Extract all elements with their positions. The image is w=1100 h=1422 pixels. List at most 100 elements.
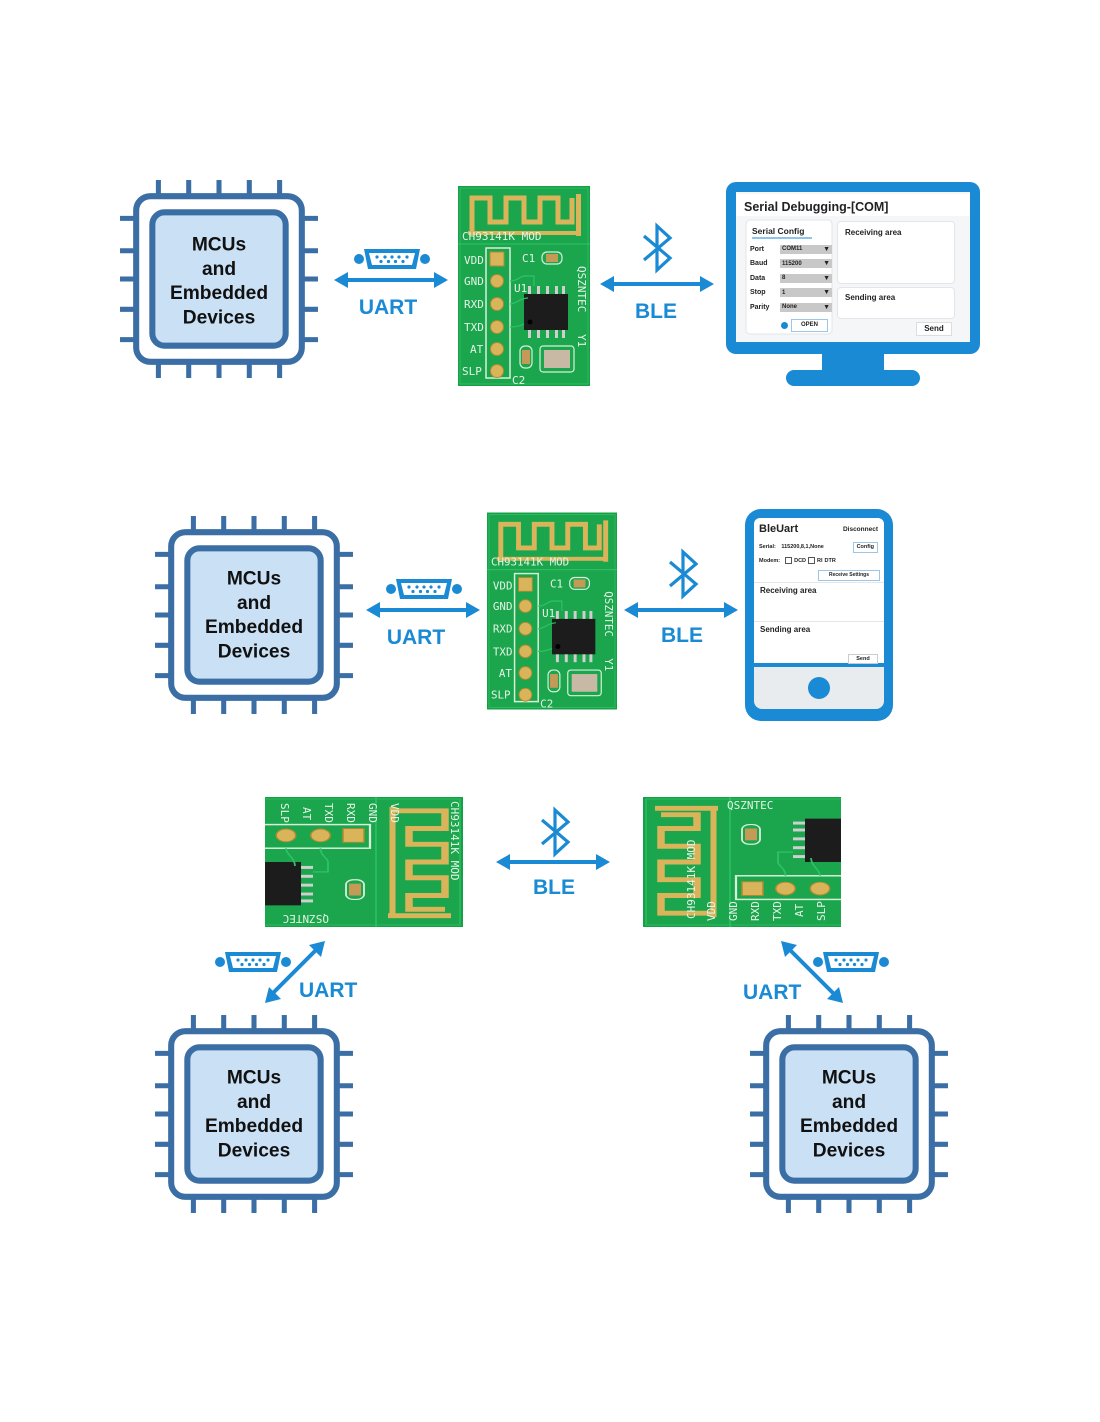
open-button[interactable]: OPEN <box>791 319 828 332</box>
modem-option-dtr: DTR <box>824 557 836 564</box>
send-button[interactable]: Send <box>916 322 952 336</box>
bluetooth-icon <box>642 224 672 272</box>
sending-area[interactable]: Sending area <box>837 287 955 319</box>
chevron-down-icon: ▼ <box>823 303 830 311</box>
brand-label: QSZNTEC <box>575 266 588 312</box>
pin-label-txd: TXD <box>771 901 784 921</box>
bidirectional-arrow-icon <box>624 602 738 618</box>
chevron-down-icon: ▼ <box>823 289 830 297</box>
pin-label-gnd: GND <box>493 600 513 613</box>
ble-link-row2: BLE <box>624 550 738 647</box>
disconnect-button[interactable]: Disconnect <box>842 526 878 533</box>
module-model-label: CH93141K MOD <box>491 556 569 569</box>
pin-label-slp: SLP <box>491 689 511 702</box>
ble-label: BLE <box>533 876 575 899</box>
phone-send-button[interactable]: Send <box>848 654 878 664</box>
field-value: None <box>782 304 797 311</box>
receiving-area-label: Receiving area <box>845 228 902 237</box>
field-value: COM11 <box>782 246 803 253</box>
pc-field-port[interactable]: Port COM11 ▼ <box>750 242 832 257</box>
phone-screen: BleUart Disconnect Serial: 115200,8,1,No… <box>754 518 884 664</box>
chip-label-line4: Devices <box>183 307 256 328</box>
uart-link-left: UART <box>215 941 357 1003</box>
phone-receiving-area[interactable]: Receiving area <box>754 582 884 621</box>
db9-connector-icon <box>354 249 430 269</box>
pin-label-vdd: VDD <box>388 803 401 823</box>
db9-connector-icon <box>386 579 462 599</box>
chip-mcu-bottom-left: MCUs and Embedded Devices <box>153 1013 355 1215</box>
home-button[interactable] <box>808 677 830 699</box>
module-model-label: CH93141K MOD <box>462 230 541 243</box>
field-label: Data <box>750 274 766 282</box>
pin-label-txd: TXD <box>464 321 484 334</box>
modem-checkbox-dcd[interactable] <box>785 557 793 564</box>
pin-label-at: AT <box>300 807 313 821</box>
pin-label-slp: SLP <box>278 803 291 823</box>
sending-area-label: Sending area <box>845 293 896 302</box>
chip-label-line2: and <box>202 259 236 280</box>
pin-label-rxd: RXD <box>464 298 484 311</box>
chip-mcu-bottom-right: MCUs and Embedded Devices <box>748 1013 950 1215</box>
ble-label: BLE <box>661 624 703 647</box>
modem-checkbox-ri[interactable] <box>808 557 816 564</box>
chip-label-line1: MCUs <box>822 1068 876 1089</box>
pin-label-at: AT <box>499 667 513 680</box>
pin-label-slp: SLP <box>815 901 828 921</box>
module-model-label: CH93141K MOD <box>448 801 461 880</box>
brand-label: QSZNTEC <box>283 912 329 925</box>
chip-label-line4: Devices <box>218 1140 291 1161</box>
ble-link-row3: BLE <box>496 808 610 899</box>
phone-sending-area[interactable]: Sending area <box>754 621 884 656</box>
pc-field-stop[interactable]: Stop 1▼ <box>750 286 832 301</box>
serial-config-heading: Serial Config <box>752 226 804 236</box>
ble-module-row2: CH93141K MOD VDD GND RXD TXD AT SLP C1 U… <box>487 511 617 711</box>
phone-receiving-label: Receiving area <box>760 586 817 595</box>
serial-value: 115200,8,1,None <box>781 544 824 550</box>
baud-select[interactable]: 115200 ▼ <box>780 259 832 269</box>
field-label: Parity <box>750 303 770 311</box>
bluetooth-icon <box>540 808 570 856</box>
bidirectional-arrow-icon <box>600 276 714 292</box>
ble-label: BLE <box>635 300 677 323</box>
port-select[interactable]: COM11 ▼ <box>780 244 832 254</box>
ble-module-row1: CH93141K MOD VDD GND RXD TXD AT SLP C1 U… <box>458 186 590 386</box>
c1-label: C1 <box>550 577 563 590</box>
uart-label: UART <box>299 979 357 1002</box>
brand-suffix-label: Y1 <box>575 334 588 347</box>
field-label: Stop <box>750 289 766 297</box>
receiving-area[interactable]: Receiving area <box>837 221 955 284</box>
u1-label: U1 <box>542 607 555 620</box>
ble-module-left: CH93141K MOD VDD GND RXD TXD AT SLP QSZN… <box>265 797 463 927</box>
chip-label-line1: MCUs <box>227 1068 281 1089</box>
parity-select[interactable]: None ▼ <box>780 302 832 312</box>
field-value: 8 <box>782 275 786 282</box>
config-button[interactable]: Config <box>852 542 878 553</box>
receive-settings-button[interactable]: Receive Settings <box>818 570 880 581</box>
pc-field-parity[interactable]: Parity None ▼ <box>750 300 832 315</box>
phone-app-title: BleUart <box>759 523 799 535</box>
ble-module-right: CH93141K MOD VDD GND RXD TXD AT SLP QSZN… <box>643 797 841 927</box>
pin-label-txd: TXD <box>493 645 513 658</box>
field-value: 115200 <box>782 260 802 267</box>
pin-label-vdd: VDD <box>705 901 718 921</box>
pc-field-baud[interactable]: Baud 115200▼ <box>750 257 832 272</box>
chip-label-line3: Embedded <box>205 1116 303 1137</box>
field-label: Port <box>750 245 764 253</box>
modem-option-ri: RI <box>817 557 823 564</box>
chip-label-line2: and <box>832 1092 866 1113</box>
brand-suffix-label: Y1 <box>602 658 615 671</box>
chip-label-line3: Embedded <box>205 617 303 638</box>
pc-field-data[interactable]: Data 8▼ <box>750 271 832 286</box>
chevron-down-icon: ▼ <box>823 260 830 268</box>
data-bits-select[interactable]: 8▼ <box>780 273 832 283</box>
bidirectional-arrow-icon <box>496 854 610 870</box>
stop-bits-select[interactable]: 1▼ <box>780 288 832 298</box>
pin-label-gnd: GND <box>366 803 379 823</box>
chip-label-line3: Embedded <box>800 1116 898 1137</box>
chip-label-line2: and <box>237 593 271 614</box>
uart-link-row2: UART <box>366 579 480 649</box>
chip-mcu-row2: MCUs and Embedded Devices <box>153 514 355 716</box>
chevron-down-icon: ▼ <box>823 245 830 253</box>
c2-label: C2 <box>512 374 525 386</box>
smartphone: BleUart Disconnect Serial: 115200,8,1,No… <box>745 509 893 721</box>
